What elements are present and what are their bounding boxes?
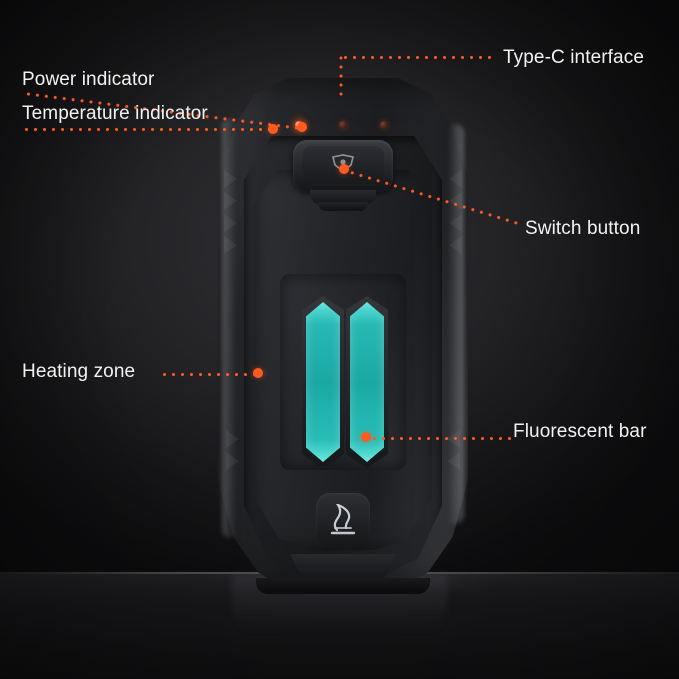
- grip-notch-right-1: [449, 170, 462, 188]
- device-base-foot: [256, 578, 430, 594]
- endpoint-dot-power-indicator: [297, 122, 307, 132]
- endpoint-dot-temperature-indicator: [268, 124, 278, 134]
- grip-notch-right-3: [449, 214, 462, 232]
- led-temperature-indicator-2: [380, 121, 388, 129]
- brand-logo-plate: [316, 493, 370, 547]
- leader-line-type-c-vertical: [339, 53, 343, 102]
- label-type-c-interface: Type-C interface: [503, 47, 644, 68]
- grip-notch-right-4: [449, 236, 462, 254]
- switch-button[interactable]: [302, 146, 384, 180]
- grip-notch-left-3: [224, 214, 237, 232]
- leader-line-temperature-indicator: [22, 128, 272, 131]
- grip-notch-right-6: [447, 452, 460, 470]
- leader-line-heating-zone: [160, 373, 260, 376]
- endpoint-dot-heating-zone: [253, 368, 263, 378]
- grip-notch-left-6: [226, 452, 239, 470]
- endpoint-dot-switch-button: [339, 164, 349, 174]
- leader-line-fluorescent-bar: [370, 437, 512, 440]
- label-heating-zone: Heating zone: [22, 361, 136, 382]
- device-body: [218, 78, 468, 593]
- label-power-indicator: Power indicator: [22, 69, 155, 90]
- label-temperature-indicator: Temperature indicator: [22, 103, 208, 124]
- grip-notch-left-1: [224, 170, 237, 188]
- leader-line-type-c: [341, 56, 497, 59]
- grip-notch-left-5: [226, 430, 239, 448]
- switch-lower-shroud-2: [318, 202, 368, 211]
- endpoint-dot-fluorescent-bar: [361, 432, 371, 442]
- grip-notch-left-4: [224, 236, 237, 254]
- fluorescent-bar-left: [306, 302, 340, 462]
- label-switch-button: Switch button: [525, 218, 641, 239]
- led-temperature-indicator-1: [339, 121, 347, 129]
- heat-wave-logo-icon: [330, 504, 356, 535]
- label-fluorescent-bar: Fluorescent bar: [513, 421, 647, 442]
- grip-notch-left-2: [224, 192, 237, 210]
